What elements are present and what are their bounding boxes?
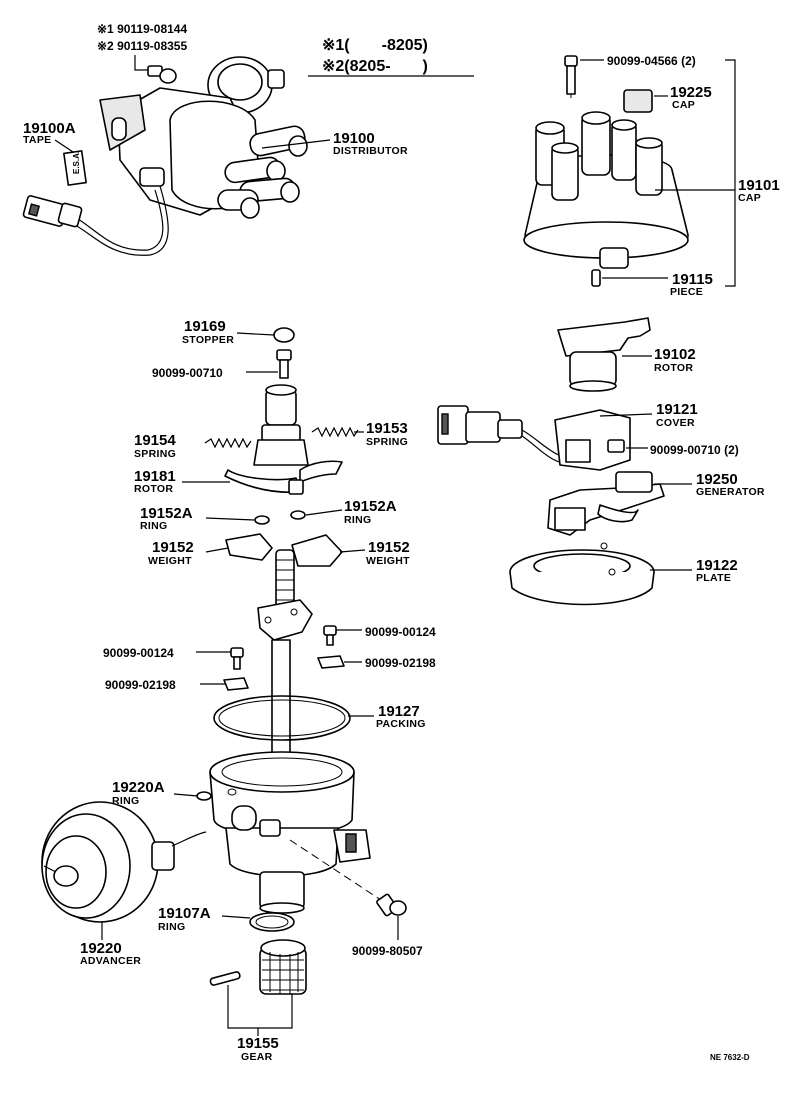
part-number-19220A: 19220A	[112, 779, 165, 796]
leader-19100A	[54, 139, 74, 153]
part-number-19169: 19169	[184, 318, 226, 335]
part-number-19102: 19102	[654, 346, 696, 363]
part-number-19122: 19122	[696, 557, 738, 574]
part-number-19225: 19225	[670, 84, 712, 101]
bracket-19155	[227, 985, 293, 1029]
part-name-19220: ADVANCER	[80, 955, 141, 967]
part-name-19115: PIECE	[670, 286, 703, 298]
part-name-19181: ROTOR	[134, 483, 173, 495]
part-name-19100A: TAPE	[23, 134, 51, 146]
part-number-90099-00710: 90099-00710	[152, 366, 223, 380]
cap-drawing	[523, 55, 689, 287]
part-number-19100: 19100	[333, 130, 375, 147]
part-name-19250: GENERATOR	[696, 486, 765, 498]
leader-19100	[261, 139, 331, 149]
part-name-19152-right: WEIGHT	[366, 555, 410, 567]
part-number-90099-04566: 90099-04566 (2)	[607, 54, 696, 68]
leader-19152-right	[339, 549, 366, 553]
note-2-range: ※2(8205- )	[322, 58, 428, 75]
part-name-19127: PACKING	[376, 718, 426, 730]
tape-label: E.S.A.	[72, 151, 81, 174]
part-number-90099-00710-2: 90099-00710 (2)	[650, 443, 739, 457]
part-name-19169: STOPPER	[182, 334, 234, 346]
part-number-19153: 19153	[366, 420, 408, 437]
note-1-range: ※1( -8205)	[322, 37, 428, 54]
part-number-19121: 19121	[656, 401, 698, 418]
part-name-19107A: RING	[158, 921, 185, 933]
part-number-19107A: 19107A	[158, 905, 211, 922]
leader-19169	[236, 332, 275, 336]
leader-19152A-left	[205, 517, 255, 521]
distributor-assembly-drawing: E.S.A.	[22, 55, 308, 256]
leader-19220A	[173, 793, 199, 797]
leader-19152-left	[205, 547, 229, 553]
leader-19152A-right	[305, 509, 343, 516]
part-name-19154: SPRING	[134, 448, 176, 460]
part-number-19220: 19220	[80, 940, 122, 957]
part-name-19152A-left: RING	[140, 520, 167, 532]
part-number-19115: 19115	[672, 271, 713, 288]
part-number-19154: 19154	[134, 432, 176, 449]
leader-19121	[599, 413, 653, 417]
signal-generator-drawing	[437, 317, 665, 606]
part-number-90099-02198-left: 90099-02198	[105, 678, 176, 692]
note-1-part-number: ※1 90119-08144	[97, 22, 187, 36]
part-name-19225: CAP	[672, 99, 695, 111]
part-name-19100: DISTRIBUTOR	[333, 145, 408, 157]
diagram-reference-code: NE 7632-D	[710, 1053, 750, 1062]
part-number-19127: 19127	[378, 703, 420, 720]
part-number-19155: 19155	[237, 1035, 279, 1052]
part-number-19181: 19181	[134, 468, 176, 485]
housing-drawing	[41, 695, 407, 995]
part-number-90099-80507: 90099-80507	[352, 944, 423, 958]
part-name-19220A: RING	[112, 795, 139, 807]
note-2-part-number: ※2 90119-08355	[97, 39, 187, 53]
part-number-19100A: 19100A	[23, 120, 76, 137]
part-name-19155: GEAR	[241, 1051, 273, 1063]
part-name-19122: PLATE	[696, 572, 731, 584]
leader-19107A	[221, 915, 251, 919]
part-name-19102: ROTOR	[654, 362, 693, 374]
governor-shaft-drawing	[204, 327, 359, 761]
part-name-19153: SPRING	[366, 436, 408, 448]
part-number-90099-00124-left: 90099-00124	[103, 646, 174, 660]
part-number-19152-left: 19152	[152, 539, 194, 556]
part-number-19101: 19101	[738, 177, 780, 194]
part-number-19250: 19250	[696, 471, 738, 488]
bracket-19101	[725, 59, 736, 287]
part-number-19152A-right: 19152A	[344, 498, 397, 515]
part-name-19152A-right: RING	[344, 514, 371, 526]
part-number-90099-02198-right: 90099-02198	[365, 656, 436, 670]
part-number-19152A-left: 19152A	[140, 505, 193, 522]
part-name-19152-left: WEIGHT	[148, 555, 192, 567]
part-name-19101: CAP	[738, 192, 761, 204]
part-number-90099-00124-right: 90099-00124	[365, 625, 436, 639]
part-name-19121: COVER	[656, 417, 695, 429]
part-number-19152-right: 19152	[368, 539, 410, 556]
